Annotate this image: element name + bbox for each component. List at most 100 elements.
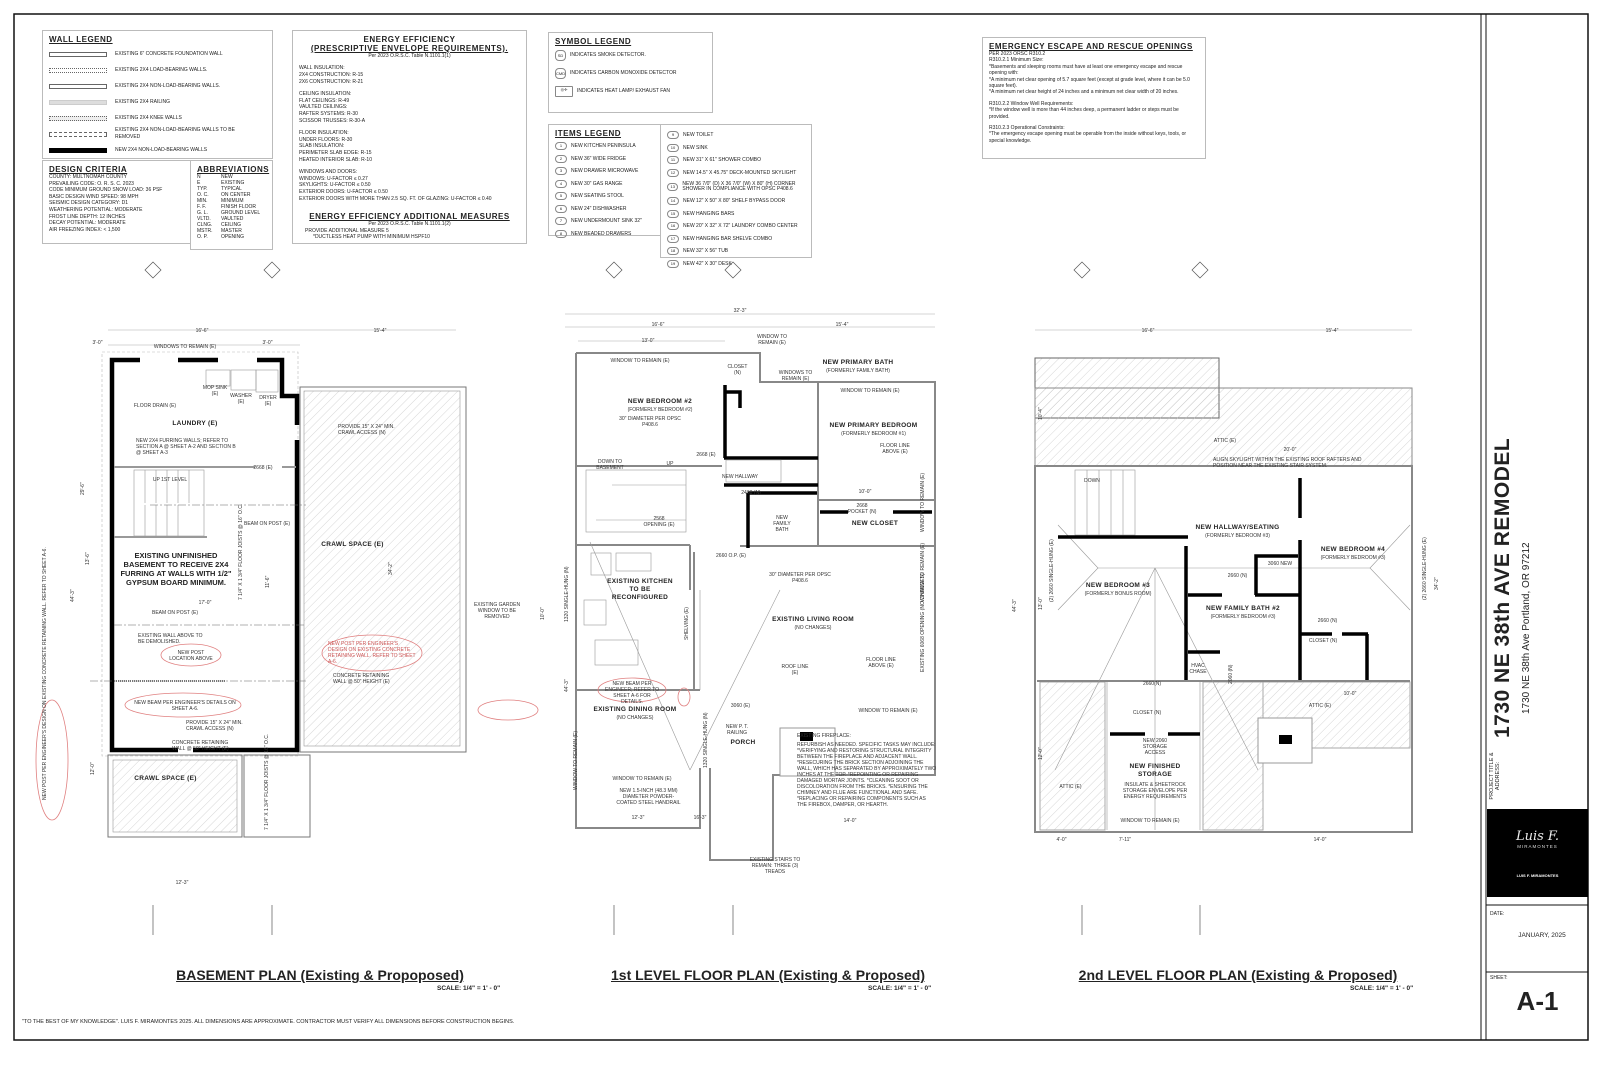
first-level-plan-label: NEW PRIMARY BATH xyxy=(822,359,894,366)
energy-line: 2X4 CONSTRUCTION: R-15 xyxy=(299,72,364,78)
basement-plan-label: 17'-0" xyxy=(198,600,212,606)
item-text: NEW SEATING STOOL xyxy=(571,193,624,200)
second-level-plan-label: NEW FINISHED STORAGE xyxy=(1129,763,1181,778)
second-level-plan-label: 13'-0" xyxy=(1038,597,1044,610)
item-text: NEW 36 7/0" (D) x 36 7/0" (W) x 80" (H) … xyxy=(682,180,796,192)
basement-plan-label: 29'-6" xyxy=(80,482,86,495)
abbreviation-code: N xyxy=(197,174,201,180)
second-level-plan-label: 3060 NEW xyxy=(1267,561,1293,567)
abbreviation-meaning: MASTER xyxy=(221,228,242,234)
second-level-plan-label: 14'-0" xyxy=(1313,837,1327,843)
basement-plan-label: 34'-2" xyxy=(388,562,394,575)
energy-line: FLAT CEILINGS: R-49 xyxy=(299,97,350,104)
non-load-bearing-swatch xyxy=(49,83,107,89)
second-level-plan-label: ATTIC (E) xyxy=(1213,438,1237,444)
second-level-plan-label: ATTIC (E) xyxy=(1308,703,1332,709)
second-level-plan-label: ALIGN SKYLIGHT WITHIN THE EXISTING ROOF … xyxy=(1213,457,1362,469)
basement-plan-label: WINDOWS TO REMAIN (E) xyxy=(153,344,217,350)
basement-plan-label: 12'-0" xyxy=(90,762,96,775)
first-level-plan-label: NEW CLOSET xyxy=(851,520,899,527)
basement-plan-label: 12'-3" xyxy=(175,880,189,886)
first-level-plan-label: WINDOW TO REMAIN (E) xyxy=(840,388,900,394)
first-level-plan-label: 10'-0" xyxy=(540,607,546,620)
first-level-plan-label: EXISTING KITCHEN TO BE RECONFIGURED xyxy=(607,578,673,601)
first-level-plan-label: EXISTING DINING ROOM xyxy=(593,706,677,713)
second-level-plan-label: (FORMERLY BEDROOM #3) xyxy=(1205,533,1270,539)
energy-line: CEILING INSULATION: xyxy=(299,91,352,98)
abbreviation-row: O. P.OPENING xyxy=(197,234,266,240)
energy-line: 2X6 CONSTRUCTION: R-21 xyxy=(299,78,364,85)
abbreviation-code: O. P. xyxy=(197,234,208,240)
item-number-badge: 18 xyxy=(667,247,679,256)
first-level-plan-label: WINDOWS TO REMAIN (E) xyxy=(778,370,813,382)
abbreviation-meaning: NEW xyxy=(221,174,233,180)
first-level-plan-label: 32'-3" xyxy=(733,308,747,314)
first-level-plan-label: PORCH xyxy=(730,739,756,746)
abbreviation-code: G. L. xyxy=(197,210,208,216)
first-level-plan-label: 2660 O.P. (E) xyxy=(716,553,746,559)
abbreviation-meaning: FINISH FLOOR xyxy=(221,204,257,210)
second-level-plan-label: 2060 (N) xyxy=(1228,664,1234,684)
second-level-plan-label: DOWN xyxy=(1084,478,1100,484)
abbreviation-row: O. C.ON CENTER xyxy=(197,192,266,198)
title-block: 1730 NE 38th AVE REMODEL 1730 NE 38th Av… xyxy=(1487,14,1588,1040)
first-level-plan-label: EXISTING GARDEN WINDOW TO BE REMOVED xyxy=(473,602,521,620)
date-label: DATE: xyxy=(1490,911,1505,917)
concrete-wall-swatch xyxy=(49,51,107,57)
abbreviation-meaning: TYPICAL xyxy=(221,186,242,192)
basement-plan-label: 7 1/4" x 1 3/4" FLOOR JOISTS @ 16" O.C. xyxy=(238,503,244,600)
first-level-plan-label: NEW HALLWAY xyxy=(721,474,759,480)
item-text: NEW 36" WIDE FRIDGE xyxy=(571,155,627,162)
basement-plan-label: 13'-6" xyxy=(85,552,91,565)
basement-plan-label: FLOOR DRAIN (E) xyxy=(133,403,177,409)
second-level-plan-label: 15'-4" xyxy=(1325,328,1339,334)
energy-line: SLAB INSULATION: xyxy=(299,143,345,150)
second-level-plan-label: 16'-6" xyxy=(1141,328,1155,334)
first-level-plan-label: UP xyxy=(666,461,674,467)
item-number-badge: 11 xyxy=(667,156,679,165)
first-level-plan-label: ROOF LINE (E) xyxy=(781,664,809,676)
date-value: JANUARY, 2025 xyxy=(1518,932,1566,939)
first-level-plan-label: EXISTING 6068 OPENING (NO CHANGES) xyxy=(920,573,926,672)
legend-item: EXISTING 2x4 NON-LOAD-BEARING WALLS. xyxy=(115,82,221,89)
abbreviation-code: E xyxy=(197,180,201,186)
first-level-plan-title: 1st LEVEL FLOOR PLAN (Existing & Propose… xyxy=(611,967,925,983)
item-number-badge: 13 xyxy=(667,183,679,191)
item-text: NEW HANGING BAR SHELVE COMBO xyxy=(683,235,773,242)
abbreviation-code: MIN. xyxy=(197,198,208,204)
energy-reference: Per 2023 O.R.S.C. Table N.1101.1(1) xyxy=(368,53,451,59)
first-level-plan-label: NEW BEDROOM #2 xyxy=(627,398,693,405)
basement-plan-label: CRAWL SPACE (E) xyxy=(134,775,197,782)
basement-plan-label: 44'-3" xyxy=(70,589,76,602)
basement-plan-label: CONCRETE RETAINING WALL @ 50" HEIGHT (E) xyxy=(172,740,229,752)
criteria-line: FROST LINE DEPTH: 12 INCHES xyxy=(49,213,126,220)
basement-plan-label: CONCRETE RETAINING WALL @ 50" HEIGHT (E) xyxy=(333,673,390,685)
second-level-plan-label: (2) 2660 SINGLE-HUNG (E) xyxy=(1049,539,1055,602)
first-level-plan-label: (NO CHANGES) xyxy=(794,625,832,631)
walls-removed-swatch xyxy=(49,131,107,137)
first-level-plan-label: 2568 OPENING (E) xyxy=(643,516,675,528)
first-level-plan-label: 10'-0" xyxy=(858,489,872,495)
energy-group: WINDOWS AND DOORS:WINDOWS: U-FACTOR ≤ 0.… xyxy=(299,169,520,202)
first-level-plan-label: FLOOR LINE ABOVE (E) xyxy=(880,443,910,455)
sheet-border xyxy=(13,13,1589,1041)
second-level-plan-title: 2nd LEVEL FLOOR PLAN (Existing & Propose… xyxy=(1078,967,1398,983)
abbreviation-row: MSTR.MASTER xyxy=(197,228,266,234)
item-text: NEW UNDERMOUNT SINK 32" xyxy=(571,218,642,225)
basement-plan-label: LAUNDRY (E) xyxy=(172,420,218,427)
abbreviations-title: ABBREVIATIONS xyxy=(197,165,270,174)
first-level-plan-label: 13'-0" xyxy=(641,338,655,344)
item-text: NEW 30" GAS RANGE xyxy=(571,180,623,187)
design-criteria-title: DESIGN CRITERIA xyxy=(49,165,128,174)
basement-plan-label: 2668 (E) xyxy=(253,465,273,471)
energy-line: RAFTER SYSTEMS: R-30 xyxy=(299,110,358,117)
new-wall-swatch xyxy=(49,147,107,153)
